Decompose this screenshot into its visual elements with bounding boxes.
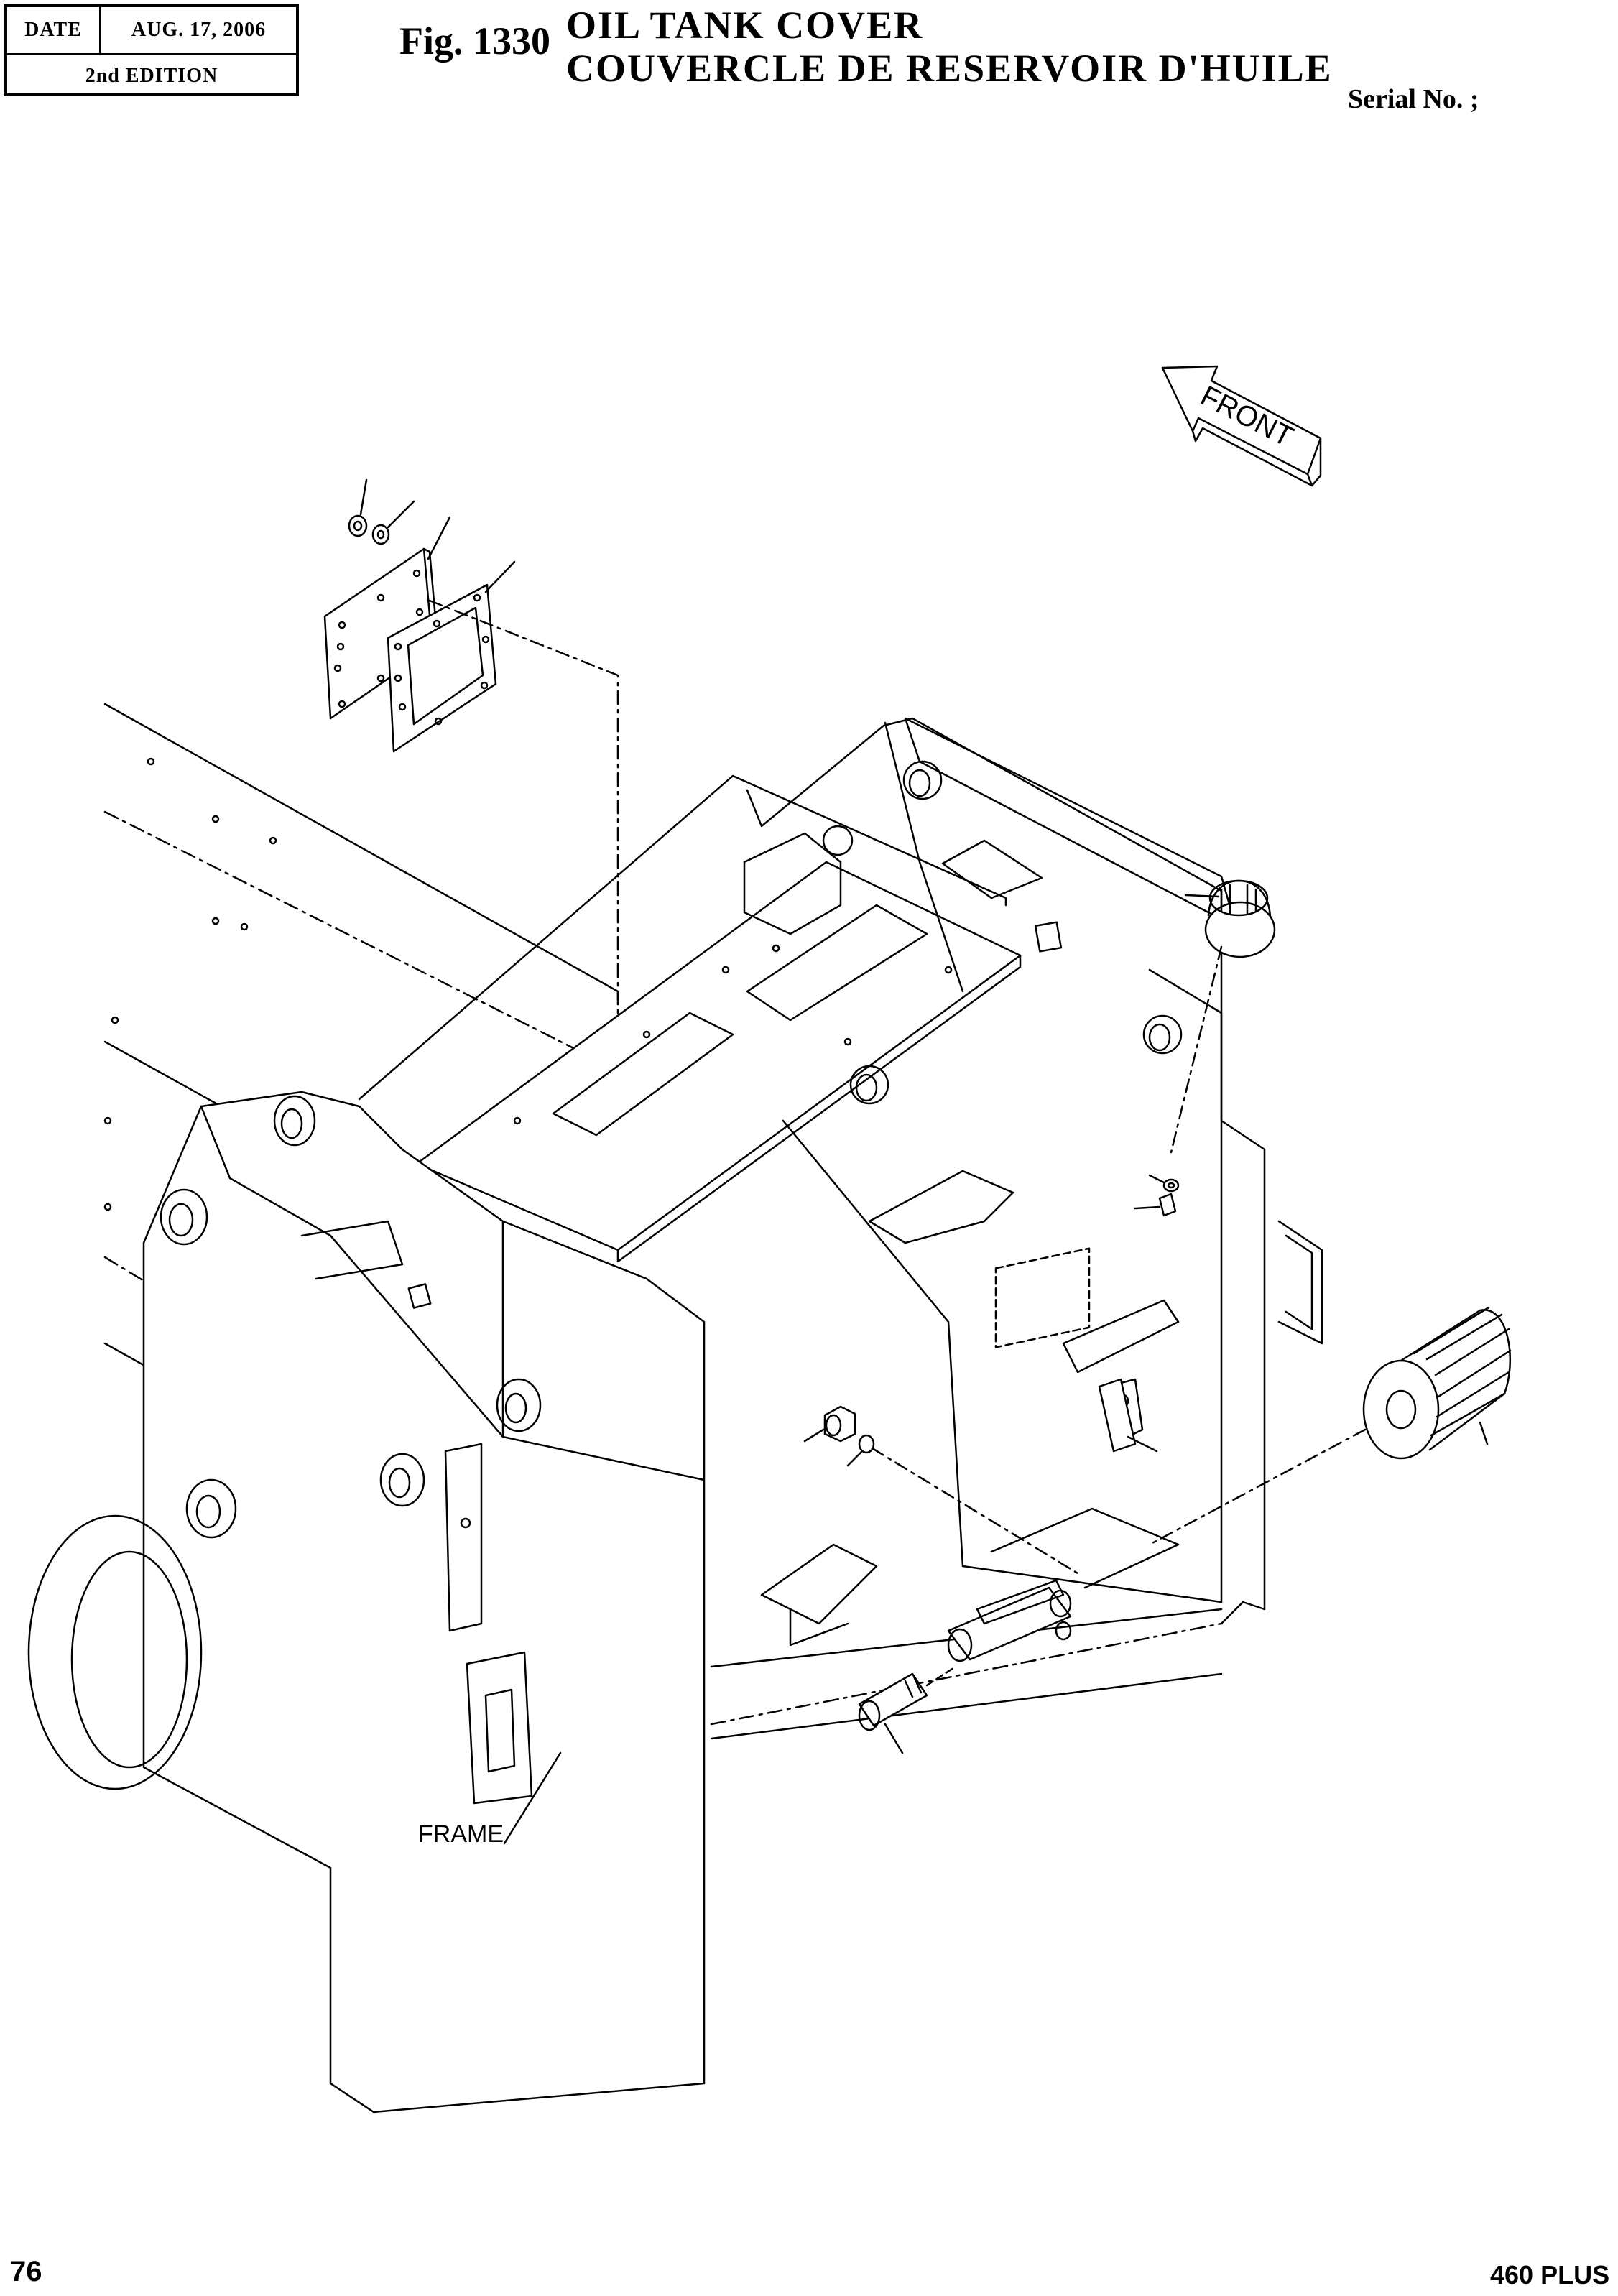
date-label: DATE — [7, 7, 101, 53]
date-edition-stamp: DATE AUG. 17, 2006 2nd EDITION — [4, 4, 299, 96]
title-english: OIL TANK COVER — [566, 4, 924, 47]
title-french: COUVERCLE DE RESERVOIR D'HUILE — [566, 47, 1333, 90]
frame-leader-line — [504, 1753, 560, 1843]
suction-hose — [948, 1580, 1071, 1661]
date-row: DATE AUG. 17, 2006 — [7, 7, 296, 55]
model-name: 460 PLUS — [1490, 2260, 1610, 2290]
edition-label: 2nd EDITION — [85, 64, 218, 87]
drain-plug — [805, 1407, 1078, 1573]
front-arrow-icon: FRONT — [1162, 366, 1321, 486]
page-number: 76 — [10, 2256, 42, 2287]
machine-frame — [29, 704, 1322, 2112]
return-filter — [1150, 1307, 1510, 1545]
frame-label: FRAME — [418, 1820, 504, 1848]
fittings — [1135, 1175, 1178, 1216]
figure-number: Fig. 1330 — [399, 19, 550, 63]
level-gauge — [996, 1249, 1157, 1451]
tank-cover-parts — [325, 480, 618, 1164]
breather-cap — [1171, 881, 1275, 1152]
serial-number: Serial No. ; — [1348, 84, 1479, 114]
hose-fitting — [859, 1667, 956, 1753]
date-value: AUG. 17, 2006 — [131, 19, 267, 41]
